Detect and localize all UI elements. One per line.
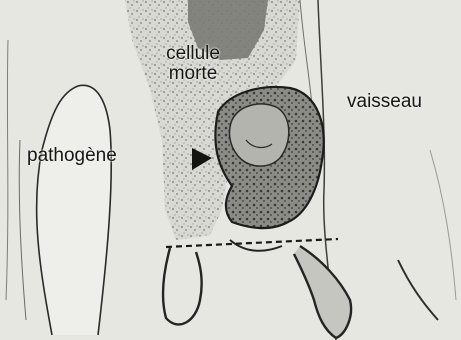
label-dead-cell-line1: cellule — [156, 44, 230, 64]
label-pathogen: pathogène — [27, 146, 117, 166]
label-vessel: vaisseau — [347, 92, 422, 112]
pathogen-inner-lobe — [230, 104, 289, 166]
label-dead-cell-line2: morte — [156, 64, 230, 84]
